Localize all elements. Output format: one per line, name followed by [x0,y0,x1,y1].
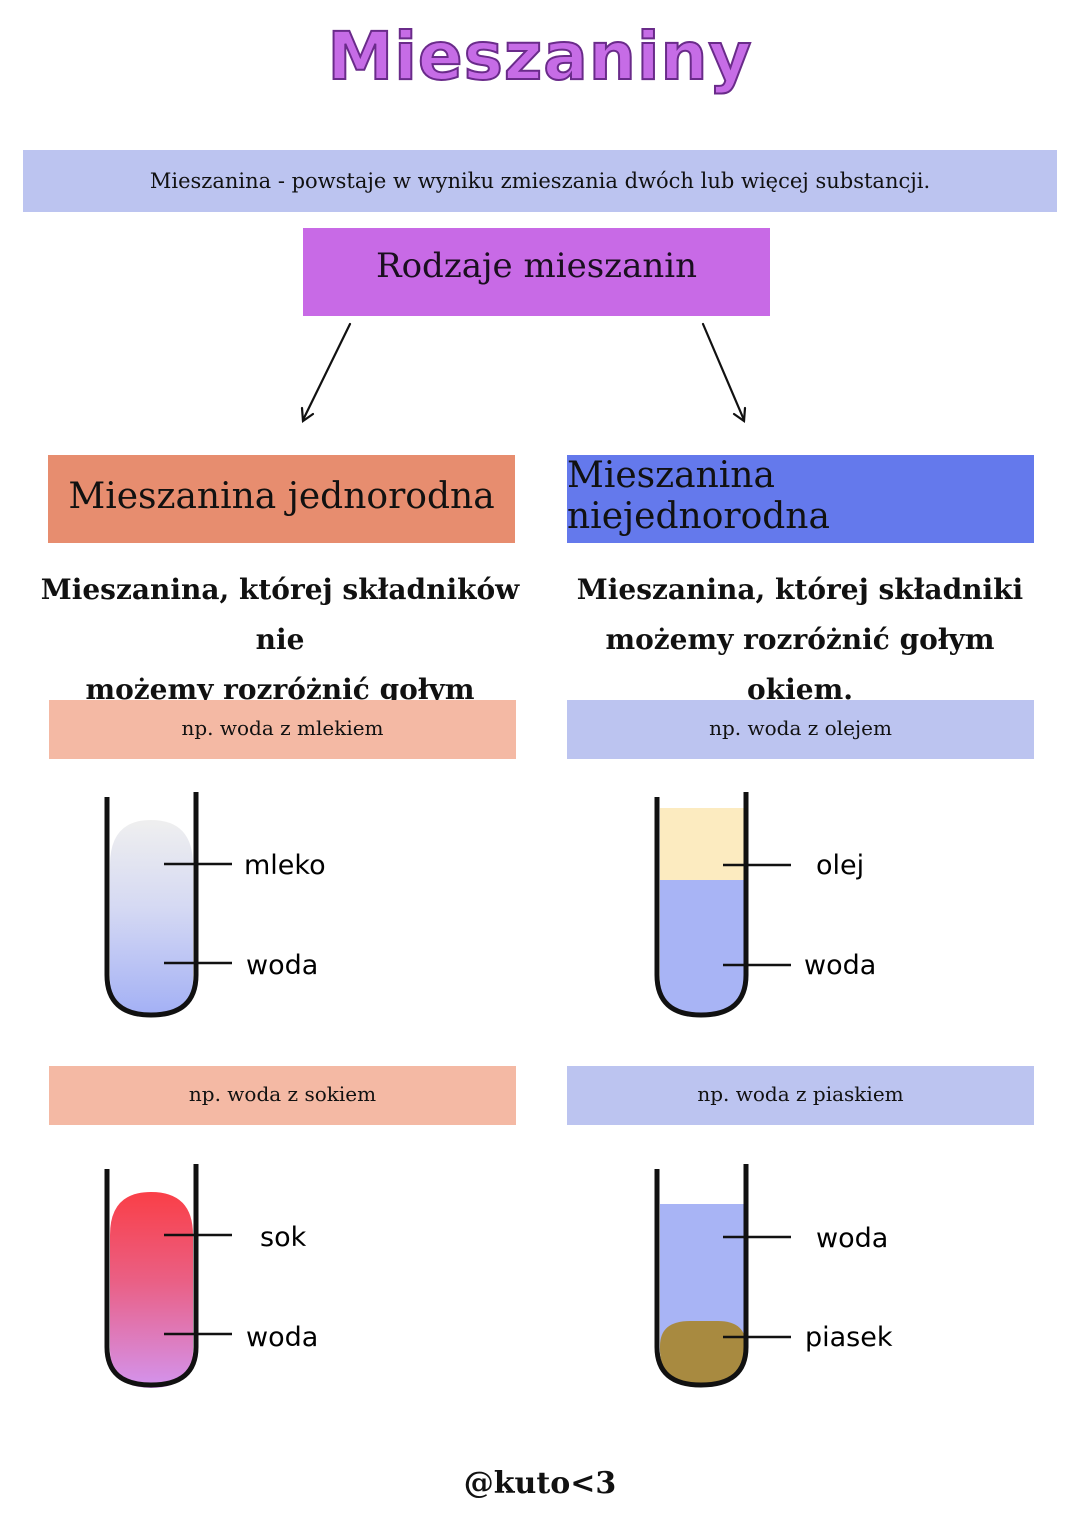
liquid-water [660,880,746,1015]
test-tube-juice: sok woda [104,1164,318,1388]
tube-label-top: olej [816,850,864,881]
homogeneous-description-line1: Mieszanina, której składników nie [40,573,520,656]
example-label: np. woda z mlekiem [181,715,384,740]
kinds-heading-box: Rodzaje mieszanin [303,228,770,316]
example-box-sand: np. woda z piaskiem [567,1066,1034,1125]
heterogeneous-description: Mieszanina, której składniki możemy rozr… [560,565,1040,715]
kinds-heading: Rodzaje mieszanin [375,246,698,286]
test-tube-sand: woda piasek [654,1164,893,1388]
test-tube-milk: mleko woda [104,792,326,1018]
tube-label-bottom: woda [246,950,318,981]
heterogeneous-title: Mieszanina niejednorodna [567,455,830,537]
tube-label-top: sok [260,1222,307,1253]
example-box-juice: np. woda z sokiem [49,1066,516,1125]
arrow-left-icon [300,322,352,424]
tube-outline [654,792,749,1018]
arrow-right-icon [701,322,747,424]
tube-label-bottom: piasek [805,1322,893,1353]
definition-text: Mieszanina - powstaje w wyniku zmieszani… [149,169,931,193]
tube-outline [654,1164,749,1388]
tube-label-top: woda [816,1223,888,1254]
example-box-oil: np. woda z olejem [567,700,1034,759]
page-title: Mieszaniny [327,17,753,96]
homogeneous-header: Mieszanina jednorodna [48,455,515,543]
author-signature: @kuto<3 [463,1466,617,1501]
heterogeneous-description-line1: Mieszanina, której składniki [576,573,1024,606]
heterogeneous-header: Mieszanina niejednorodna [567,455,1034,543]
example-label: np. woda z olejem [709,715,892,740]
tube-label-bottom: woda [246,1322,318,1353]
tube-outline [104,792,199,1018]
tube-label-bottom: woda [804,950,876,981]
liquid-oil [660,808,746,880]
tube-outline [104,1164,199,1388]
example-box-milk: np. woda z mlekiem [49,700,516,759]
homogeneous-title: Mieszanina jednorodna [68,475,495,517]
liquid-milk-water [110,820,193,1015]
liquid-juice-water [110,1192,193,1388]
test-tube-oil: olej woda [654,792,876,1018]
tube-label-top: mleko [244,850,326,881]
example-label: np. woda z piaskiem [697,1081,904,1106]
definition-banner: Mieszanina - powstaje w wyniku zmieszani… [23,150,1057,212]
example-label: np. woda z sokiem [188,1081,377,1106]
